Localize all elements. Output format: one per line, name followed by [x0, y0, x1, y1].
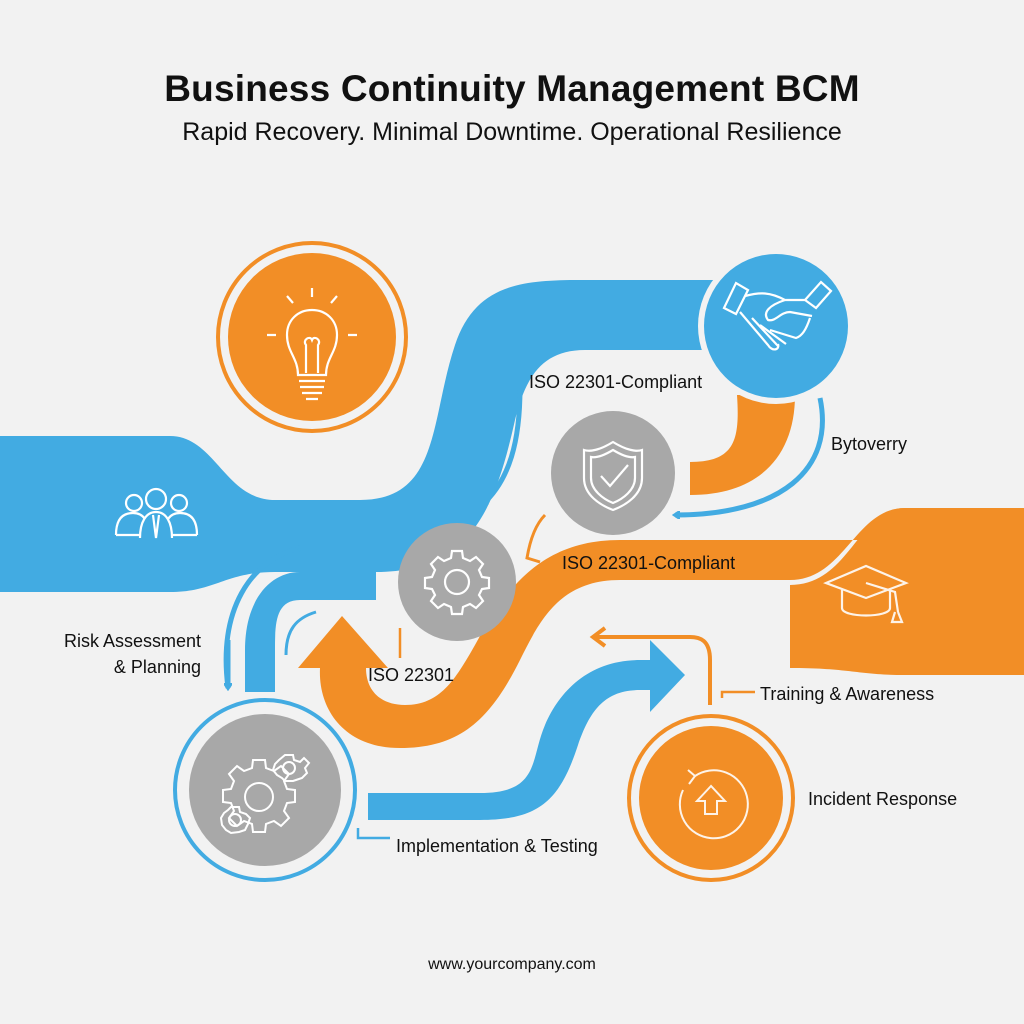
blue-bracket — [356, 828, 390, 840]
orange-band-right — [790, 508, 1024, 675]
orange-arrow-compliance — [525, 513, 547, 564]
gears-icon — [219, 754, 311, 835]
blue-arrow-down-left — [482, 387, 523, 505]
orange-flow-band — [298, 508, 1024, 748]
blue-arc-small — [284, 610, 317, 656]
handshake-node[interactable] — [698, 248, 854, 404]
label-risk-assessment: Risk Assessment & Planning — [46, 628, 201, 680]
team-icon — [114, 487, 199, 539]
lightbulb-icon — [267, 288, 357, 401]
incident-node[interactable] — [627, 714, 795, 882]
graduation-cap-icon — [823, 564, 909, 624]
lightbulb-node[interactable] — [216, 241, 408, 433]
shield-check-icon — [582, 440, 644, 512]
implementation-node[interactable] — [173, 698, 357, 882]
label-iso: ISO 22301 — [368, 665, 455, 685]
orange-tick-2 — [466, 649, 478, 673]
footer-url[interactable]: www.yourcompany.com — [428, 956, 596, 973]
recovery-upload-icon — [678, 769, 749, 840]
blue-arrow-recovery — [675, 397, 825, 515]
orange-connector — [690, 395, 795, 495]
label-training: Training & Awareness — [760, 684, 935, 704]
page-subtitle: Rapid Recovery. Minimal Downtime. Operat… — [182, 118, 842, 146]
label-iso-compliant-top: ISO 22301-Compliant — [529, 372, 703, 392]
label-recovery: Bytoverry — [831, 434, 908, 454]
label-iso-compliant-mid: ISO 22301-Compliant — [562, 553, 736, 573]
blue-connector-left — [245, 572, 376, 692]
gear-icon — [423, 549, 491, 616]
label-implementation: Implementation & Testing — [396, 836, 598, 856]
blue-arrow-band — [368, 640, 685, 820]
shield-node[interactable] — [551, 411, 675, 535]
label-risk-line2: & Planning — [113, 657, 201, 677]
gear-node[interactable] — [398, 523, 516, 641]
label-incident: Incident Response — [808, 789, 958, 809]
page-title: Business Continuity Management BCM — [164, 68, 860, 109]
handshake-icon — [722, 280, 833, 351]
orange-arrow-return — [595, 635, 712, 705]
label-risk-line1: Risk Assessment — [63, 631, 201, 651]
orange-bracket — [720, 690, 755, 698]
